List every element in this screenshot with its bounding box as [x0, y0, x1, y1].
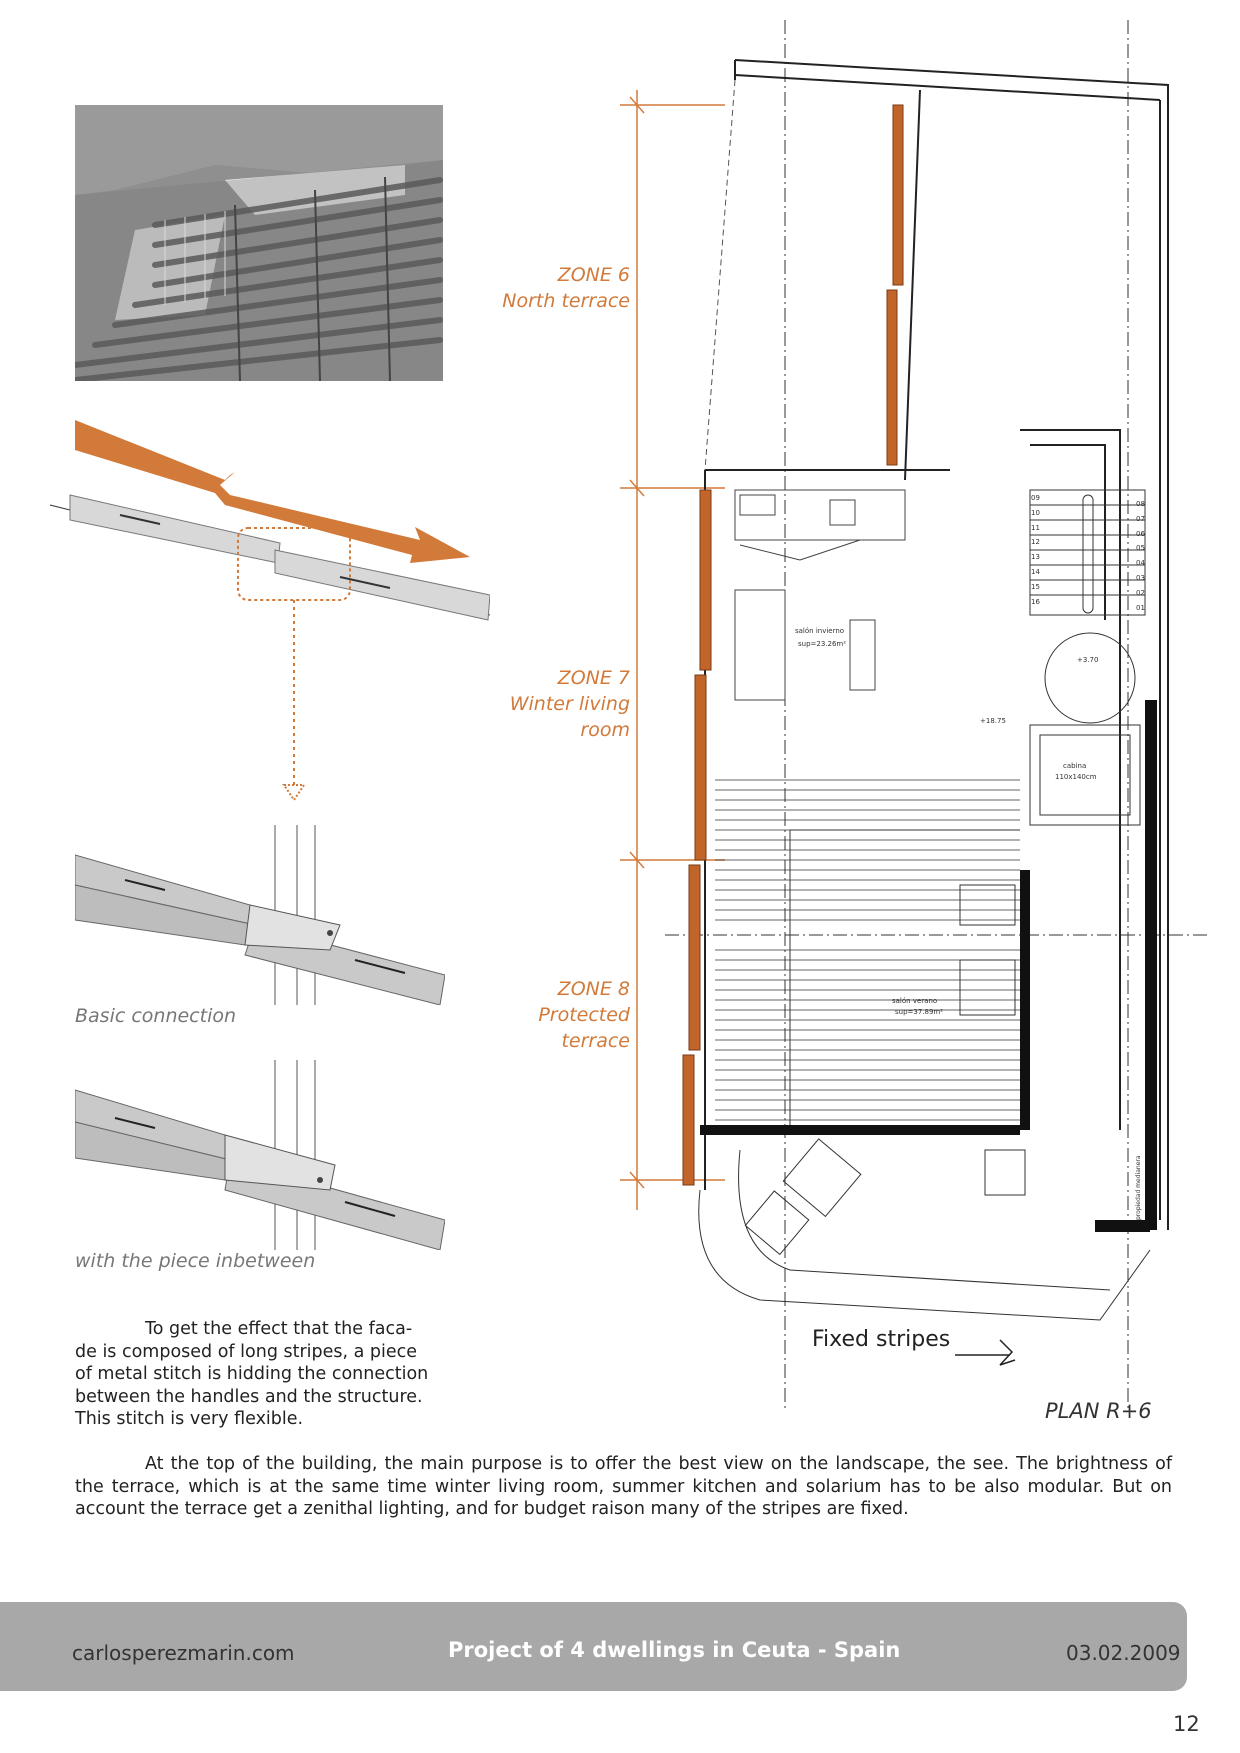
- stair-num: 14: [1031, 567, 1040, 576]
- paragraph-stitch-line: To get the effect that the faca-: [145, 1319, 413, 1339]
- footer-date: 03.02.2009: [1066, 1641, 1181, 1665]
- stair-num: 02: [1136, 588, 1145, 597]
- paragraph-top-building: At the top of the building, the main pur…: [75, 1454, 1172, 1519]
- zone-7-name: ZONE 7: [557, 667, 630, 689]
- paragraph-stitch-line: de is composed of long stripes, a piece: [75, 1341, 418, 1362]
- room-salon-verano: salón verano: [892, 997, 938, 1005]
- facade-render-image: [75, 105, 443, 381]
- stair-num: 15: [1031, 582, 1040, 591]
- paragraph-stitch-line: between the handles and the structure.: [75, 1386, 423, 1407]
- basic-connection-detail: [75, 825, 445, 1005]
- zone-6-name: ZONE 6: [557, 264, 630, 286]
- stair-num: 13: [1031, 553, 1040, 562]
- footer-site-link[interactable]: carlosperezmarin.com: [72, 1641, 295, 1665]
- propiedad-medianera: propiedad medianera: [1135, 1155, 1142, 1220]
- zone-6-desc: North terrace: [502, 290, 630, 312]
- zone-8-name: ZONE 8: [557, 978, 630, 1000]
- zone-8-label: ZONE 8 Protected terrace: [430, 976, 630, 1054]
- level-main: +18.75: [980, 717, 1006, 725]
- stair-num: 11: [1031, 523, 1040, 532]
- level-round: +3.70: [1077, 656, 1099, 664]
- room-cabina-size: 110x140cm: [1055, 773, 1097, 781]
- floor-plan-r6: [620, 20, 1210, 1410]
- stair-num: 08: [1136, 500, 1145, 508]
- paragraph-stitch-line: of metal stitch is hidding the connectio…: [75, 1364, 429, 1384]
- stair-num: 01: [1136, 603, 1145, 612]
- stair-num: 09: [1031, 494, 1040, 502]
- room-cabina: cabina: [1063, 762, 1087, 770]
- stair-numbers-right: 08 07 06 05 04 03 02 01: [1136, 497, 1145, 615]
- fixed-stripes-label: Fixed stripes: [812, 1327, 951, 1352]
- stair-numbers-left: 09 10 11 12 13 14 15 16: [1031, 491, 1040, 609]
- stair-num: 04: [1136, 559, 1145, 568]
- plan-title: PLAN R+6: [1045, 1399, 1152, 1423]
- footer-bar: [0, 1602, 1187, 1691]
- room-salon-invierno-area: sup=23.26m²: [798, 640, 847, 648]
- stair-num: 06: [1136, 529, 1145, 538]
- zone-6-label: ZONE 6 North terrace: [430, 262, 630, 314]
- zone-8-desc-2: terrace: [561, 1030, 630, 1052]
- zone-7-desc-2: room: [580, 719, 630, 741]
- stair-num: 10: [1031, 508, 1040, 517]
- caption-piece-inbetween: with the piece inbetween: [75, 1250, 316, 1272]
- paragraph-stitch-line: This stitch is very flexible.: [75, 1409, 304, 1429]
- stair-num: 05: [1136, 544, 1145, 553]
- paragraph-stitch: To get the effect that the faca- de is c…: [75, 1318, 470, 1431]
- room-salon-invierno: salón invierno: [795, 627, 845, 635]
- stripe-connection-diagram: [49, 420, 490, 802]
- stair-num: 03: [1136, 573, 1145, 582]
- stair-num: 16: [1031, 597, 1040, 606]
- zone-7-label: ZONE 7 Winter living room: [430, 665, 630, 743]
- zone-8-desc-1: Protected: [538, 1004, 630, 1026]
- zone-7-desc-1: Winter living: [509, 693, 630, 715]
- piece-inbetween-detail: [75, 1060, 445, 1250]
- footer-project-title: Project of 4 dwellings in Ceuta - Spain: [448, 1638, 901, 1662]
- caption-basic-connection: Basic connection: [75, 1005, 237, 1027]
- stair-num: 07: [1136, 514, 1145, 523]
- room-salon-verano-area: sup=37.89m²: [895, 1008, 944, 1016]
- stair-num: 12: [1031, 538, 1040, 547]
- page-number: 12: [1173, 1712, 1200, 1736]
